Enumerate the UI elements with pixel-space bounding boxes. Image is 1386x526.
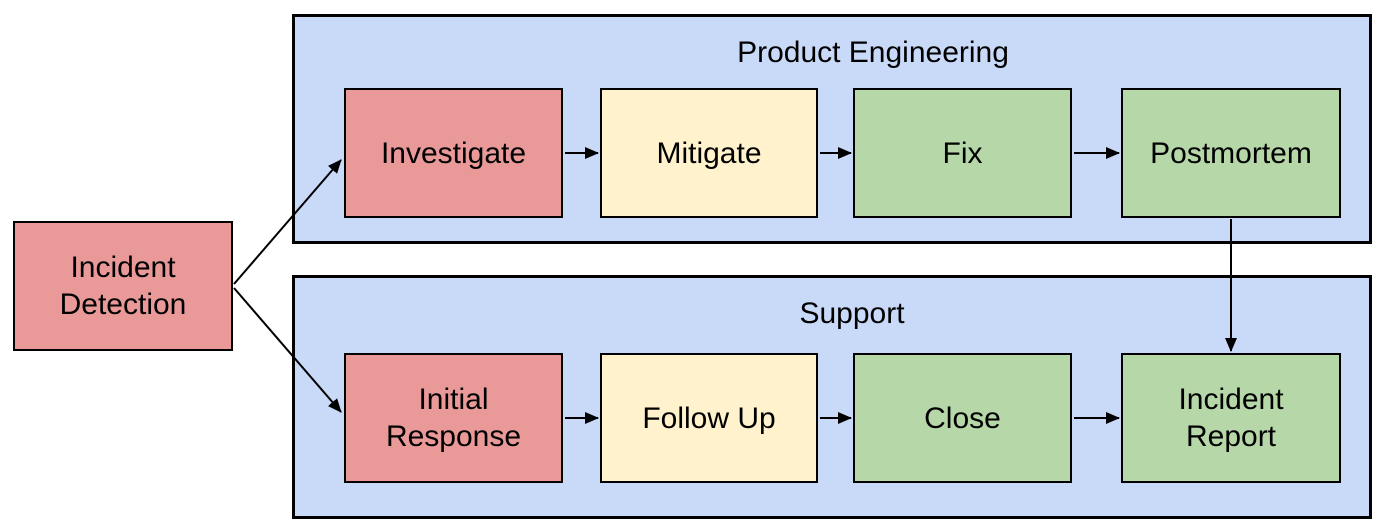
node-close: Close <box>853 353 1072 483</box>
node-label-follow-up: Follow Up <box>642 401 776 435</box>
node-label-close: Close <box>924 401 1001 435</box>
node-label-mitigate: Mitigate <box>656 136 762 170</box>
node-investigate: Investigate <box>344 88 563 218</box>
node-incident-report: Incident Report <box>1121 353 1341 483</box>
node-fix: Fix <box>853 88 1072 218</box>
node-follow-up: Follow Up <box>600 353 818 483</box>
node-label-initial-response: Initial Response <box>385 383 522 453</box>
node-initial-response: Initial Response <box>344 353 563 483</box>
node-label-fix: Fix <box>942 136 983 170</box>
node-incident-detection: Incident Detection <box>13 221 233 351</box>
lane-title-product-engineering: Product Engineering <box>737 36 1009 69</box>
node-mitigate: Mitigate <box>600 88 818 218</box>
node-postmortem: Postmortem <box>1121 88 1341 218</box>
node-label-postmortem: Postmortem <box>1150 136 1312 170</box>
node-label-incident-report: Incident Report <box>1178 383 1284 453</box>
lane-title-support: Support <box>799 297 905 330</box>
node-label-investigate: Investigate <box>380 136 527 170</box>
node-label-incident-detection: Incident Detection <box>59 251 187 321</box>
